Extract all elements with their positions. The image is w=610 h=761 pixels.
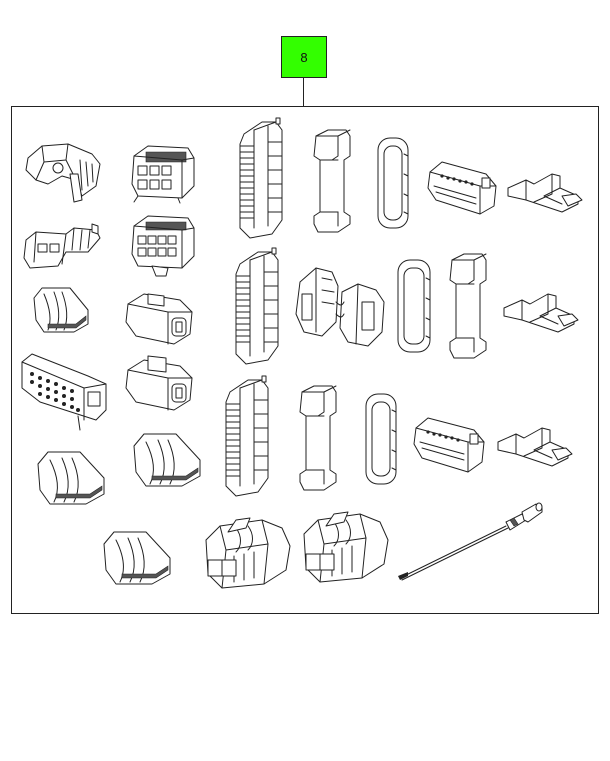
part-lock-clip[interactable] <box>504 166 584 218</box>
part-terminal-cover[interactable] <box>100 528 174 590</box>
part-seal-ring[interactable] <box>394 256 434 356</box>
part-terminal-cover[interactable] <box>130 430 204 492</box>
part-callout-8[interactable]: 8 <box>281 36 327 78</box>
part-terminal-holder-long[interactable] <box>232 116 290 244</box>
part-seal-ring[interactable] <box>374 134 412 232</box>
part-connector-2way-sealed[interactable] <box>298 510 394 586</box>
parts-group-frame <box>11 106 599 614</box>
part-connector-2way-housing[interactable] <box>122 290 198 348</box>
callout-label: 8 <box>300 49 308 65</box>
callout-leader-line <box>303 78 304 107</box>
part-lock-clip[interactable] <box>494 420 576 474</box>
part-terminal-holder-long[interactable] <box>228 246 286 368</box>
part-hinged-connector[interactable] <box>292 262 388 350</box>
part-connector-2way[interactable] <box>22 212 102 274</box>
part-terminal-holder-slim[interactable] <box>446 250 490 362</box>
part-terminal-holder-slim[interactable] <box>296 382 340 494</box>
part-seal-ring[interactable] <box>362 390 400 488</box>
part-connector-24way-block[interactable] <box>18 350 112 434</box>
part-connector-multi-pin[interactable] <box>410 414 490 476</box>
part-terminal-holder-long[interactable] <box>218 374 276 502</box>
part-terminal-position-assurance[interactable] <box>22 140 102 204</box>
part-lock-clip[interactable] <box>500 286 582 340</box>
part-terminal-holder-slim[interactable] <box>310 126 354 236</box>
part-terminal-cover[interactable] <box>34 448 108 510</box>
part-terminal-probe[interactable] <box>394 500 546 584</box>
part-connector-2way-housing[interactable] <box>122 354 198 416</box>
part-connector-8way[interactable] <box>128 212 198 278</box>
part-connector-2way-sealed[interactable] <box>200 516 296 592</box>
part-connector-6way[interactable] <box>128 142 198 204</box>
part-terminal-cover[interactable] <box>30 284 92 336</box>
part-connector-multi-pin[interactable] <box>424 158 500 218</box>
